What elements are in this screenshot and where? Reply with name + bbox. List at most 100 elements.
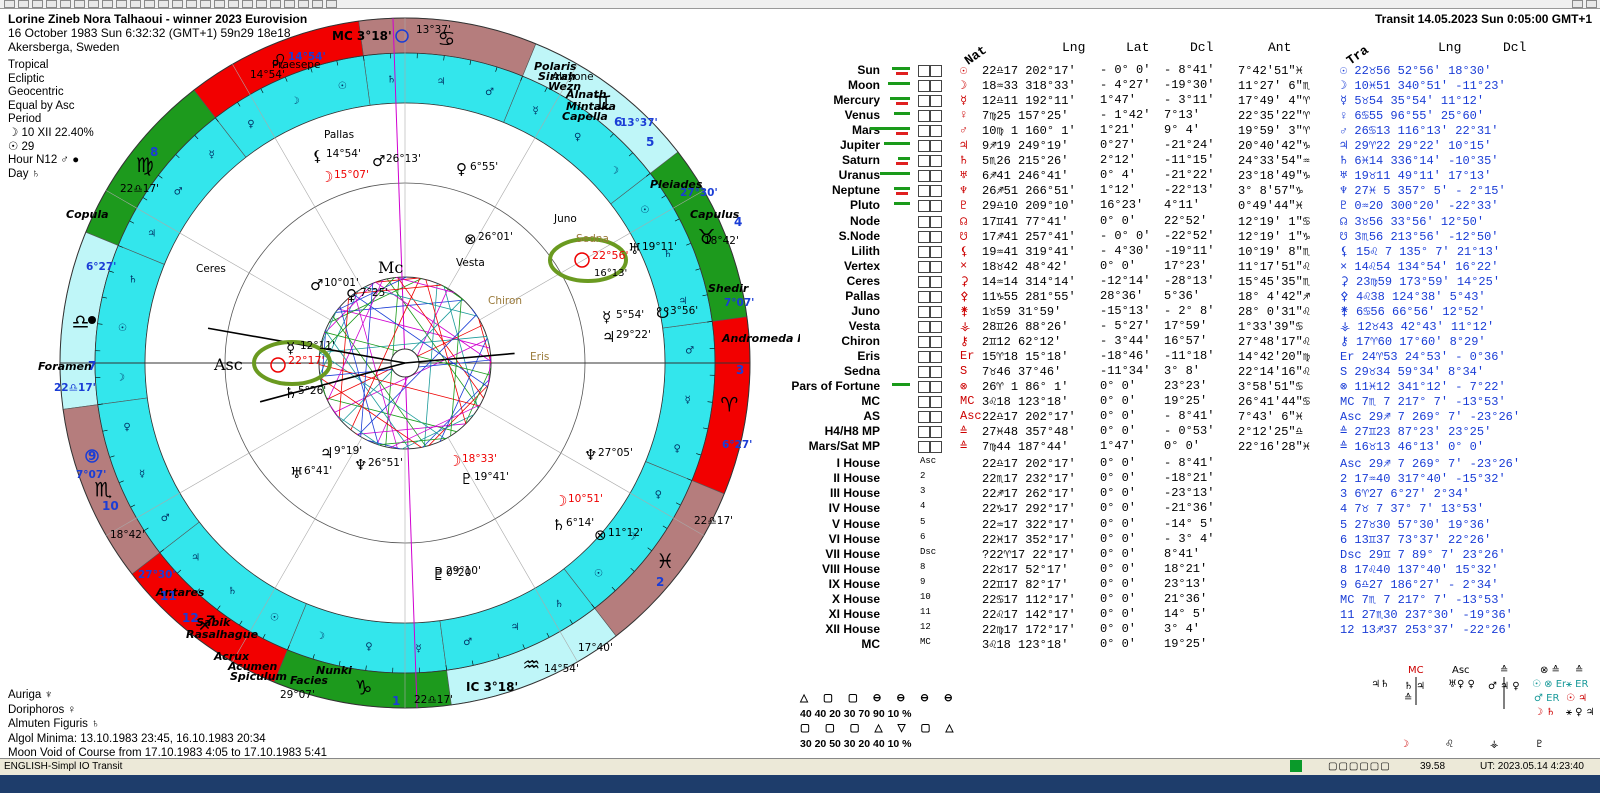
aspect-box[interactable]	[918, 350, 930, 363]
aspect-box[interactable]	[930, 441, 942, 454]
degree-tick	[443, 55, 445, 61]
toolbar-button[interactable]	[214, 0, 225, 8]
aspect-box[interactable]	[930, 245, 942, 258]
row-ant: 11°17'51"♌	[1238, 259, 1311, 274]
star-label: Sirrah	[538, 70, 576, 83]
aspect-box[interactable]	[918, 185, 930, 198]
aspect-box[interactable]	[930, 320, 942, 333]
row-dcl: -11°18'	[1164, 348, 1215, 363]
aspect-box[interactable]	[918, 65, 930, 77]
toolbar-button[interactable]	[270, 0, 281, 8]
aspect-box[interactable]	[930, 155, 942, 168]
toolbar-button[interactable]	[172, 0, 183, 8]
toolbar-button[interactable]	[298, 0, 309, 8]
strength-bar	[894, 187, 910, 191]
aspect-box[interactable]	[930, 125, 942, 138]
aspect-box[interactable]	[930, 260, 942, 273]
aspect-box[interactable]	[918, 290, 930, 303]
aspect-box[interactable]	[918, 381, 930, 394]
row-name: VII House	[825, 546, 880, 561]
toolbar-button[interactable]	[256, 0, 267, 8]
toolbar-button[interactable]	[326, 0, 337, 8]
planet-glyph-1: ♀	[346, 286, 357, 304]
aspect-box[interactable]	[918, 441, 930, 454]
aspect-box[interactable]	[918, 200, 930, 213]
svg-text:♂ ♃ ♀: ♂ ♃ ♀	[1488, 681, 1520, 692]
aspect-box[interactable]	[918, 335, 930, 348]
toolbar-button[interactable]	[46, 0, 57, 8]
aspect-box[interactable]	[930, 396, 942, 409]
aspect-box[interactable]	[930, 110, 942, 123]
toolbar-button[interactable]	[4, 0, 15, 8]
toolbar-button[interactable]	[88, 0, 99, 8]
row-lat: 0° 0'	[1100, 213, 1137, 228]
aspect-box[interactable]	[930, 350, 942, 363]
aspect-box[interactable]	[930, 426, 942, 439]
aspect-box[interactable]	[930, 411, 942, 424]
toolbar-button[interactable]	[32, 0, 43, 8]
aspect-box[interactable]	[930, 275, 942, 288]
aspect-box[interactable]	[918, 305, 930, 318]
aspect-box[interactable]	[918, 426, 930, 439]
toolbar-button[interactable]	[284, 0, 295, 8]
toolbar-button[interactable]	[242, 0, 253, 8]
aspect-box[interactable]	[918, 155, 930, 168]
toolbar-button[interactable]	[18, 0, 29, 8]
aspect-box[interactable]	[930, 290, 942, 303]
aspect-box[interactable]	[918, 245, 930, 258]
mc-inner-label: Mc	[378, 258, 403, 277]
aspect-box[interactable]	[930, 200, 942, 213]
aspect-box[interactable]	[918, 80, 930, 93]
aspect-box[interactable]	[930, 80, 942, 93]
aspect-box[interactable]	[930, 215, 942, 228]
aspect-box[interactable]	[918, 260, 930, 273]
aspect-box[interactable]	[918, 396, 930, 409]
aspect-box[interactable]	[918, 230, 930, 243]
aspect-box[interactable]	[930, 230, 942, 243]
toolbar-button[interactable]	[116, 0, 127, 8]
aspect-box[interactable]	[918, 320, 930, 333]
aspect-box[interactable]	[918, 110, 930, 123]
toolbar-button[interactable]	[130, 0, 141, 8]
status-view-buttons[interactable]: ▢▢▢▢▢▢	[1328, 761, 1391, 772]
aspect-box[interactable]	[918, 215, 930, 228]
table-row: Uranus♅6♐41 246°41'0° 4'-21°22'23°18'49"…	[770, 168, 1600, 183]
toolbar-button[interactable]	[60, 0, 71, 8]
aspect-box[interactable]	[918, 125, 930, 138]
aspect-box[interactable]	[930, 95, 942, 108]
aspect-box[interactable]	[918, 411, 930, 424]
aspect-line	[425, 279, 467, 424]
aspect-box[interactable]	[930, 381, 942, 394]
toolbar-button[interactable]	[186, 0, 197, 8]
toolbar-button[interactable]	[200, 0, 211, 8]
aspect-box[interactable]	[930, 65, 942, 77]
aspect-box[interactable]	[918, 366, 930, 378]
toolbar-button[interactable]	[228, 0, 239, 8]
toolbar-button[interactable]	[312, 0, 323, 8]
toolbar-button[interactable]	[102, 0, 113, 8]
toolbar-button[interactable]	[74, 0, 85, 8]
row-ant: 22°14'16"♌	[1238, 365, 1311, 379]
aspect-line	[464, 367, 492, 426]
toolbar-button[interactable]	[1586, 0, 1597, 8]
aspect-box[interactable]	[930, 366, 942, 378]
aspect-box[interactable]	[930, 140, 942, 153]
degree-tick	[628, 152, 633, 157]
aspect-box[interactable]	[930, 170, 942, 183]
svg-text:♄ ♃: ♄ ♃	[1404, 681, 1425, 692]
aspect-box[interactable]	[918, 170, 930, 183]
aspect-box[interactable]	[918, 140, 930, 153]
svg-text:⚹ ♀ ♃: ⚹ ♀ ♃	[1566, 707, 1595, 718]
aspect-box[interactable]	[930, 185, 942, 198]
degree-tick	[175, 154, 180, 159]
aspect-box[interactable]	[918, 95, 930, 108]
aspect-box[interactable]	[930, 335, 942, 348]
aspect-line	[318, 364, 480, 407]
aspect-box[interactable]	[930, 305, 942, 318]
aspect-box[interactable]	[918, 275, 930, 288]
house-cusp	[232, 437, 363, 662]
toolbar-button[interactable]	[158, 0, 169, 8]
toolbar-button[interactable]	[1572, 0, 1583, 8]
svg-text:Asc: Asc	[1452, 665, 1470, 676]
toolbar-button[interactable]	[144, 0, 155, 8]
